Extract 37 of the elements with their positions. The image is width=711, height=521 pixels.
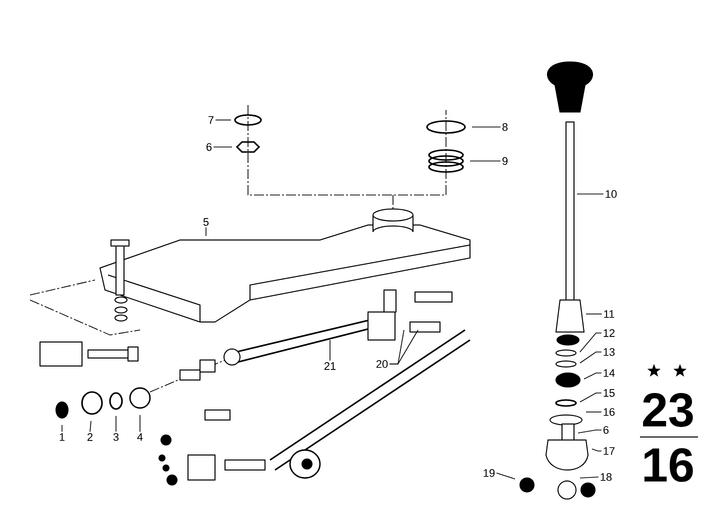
callout-number: 16	[604, 408, 615, 416]
callout-number: 12	[604, 329, 615, 337]
callout-number: 3	[113, 433, 119, 441]
callout-number: 21	[324, 362, 336, 370]
callout-number: 11	[604, 310, 614, 318]
leader-line	[470, 160, 501, 162]
callout-number: 20	[376, 360, 388, 368]
callout-number: 15	[604, 389, 615, 397]
sheet-number: 23	[643, 393, 693, 427]
callout-number: 13	[604, 348, 615, 356]
leader-line	[213, 146, 232, 148]
callout-number: 7	[208, 116, 214, 124]
leader-line	[580, 476, 599, 478]
leader-line	[578, 430, 602, 434]
callout-number: 17	[604, 447, 615, 455]
callout-number: 4	[137, 433, 143, 441]
callout-number: 1	[60, 433, 65, 441]
callout-number: 8	[502, 123, 508, 131]
callout-number: 14	[604, 369, 615, 377]
callout-number: 6	[206, 143, 212, 151]
callout-number: 9	[502, 157, 508, 165]
callout-number: 6	[604, 426, 609, 434]
leader-line	[496, 472, 516, 480]
leader-line	[592, 448, 602, 452]
leader-line	[584, 372, 602, 380]
leader-line	[389, 330, 404, 364]
leader-line	[580, 392, 602, 402]
callout-number: 2	[88, 433, 92, 441]
leader-line	[90, 420, 92, 432]
leader-line	[580, 332, 602, 352]
sheet-number: 16	[644, 448, 693, 482]
callout-number: 19	[484, 469, 495, 477]
leader-line	[580, 352, 602, 364]
callout-number: 5	[203, 218, 209, 226]
leader-line	[472, 126, 501, 128]
callout-number: 18	[600, 473, 612, 481]
callout-number: 10	[606, 190, 617, 198]
